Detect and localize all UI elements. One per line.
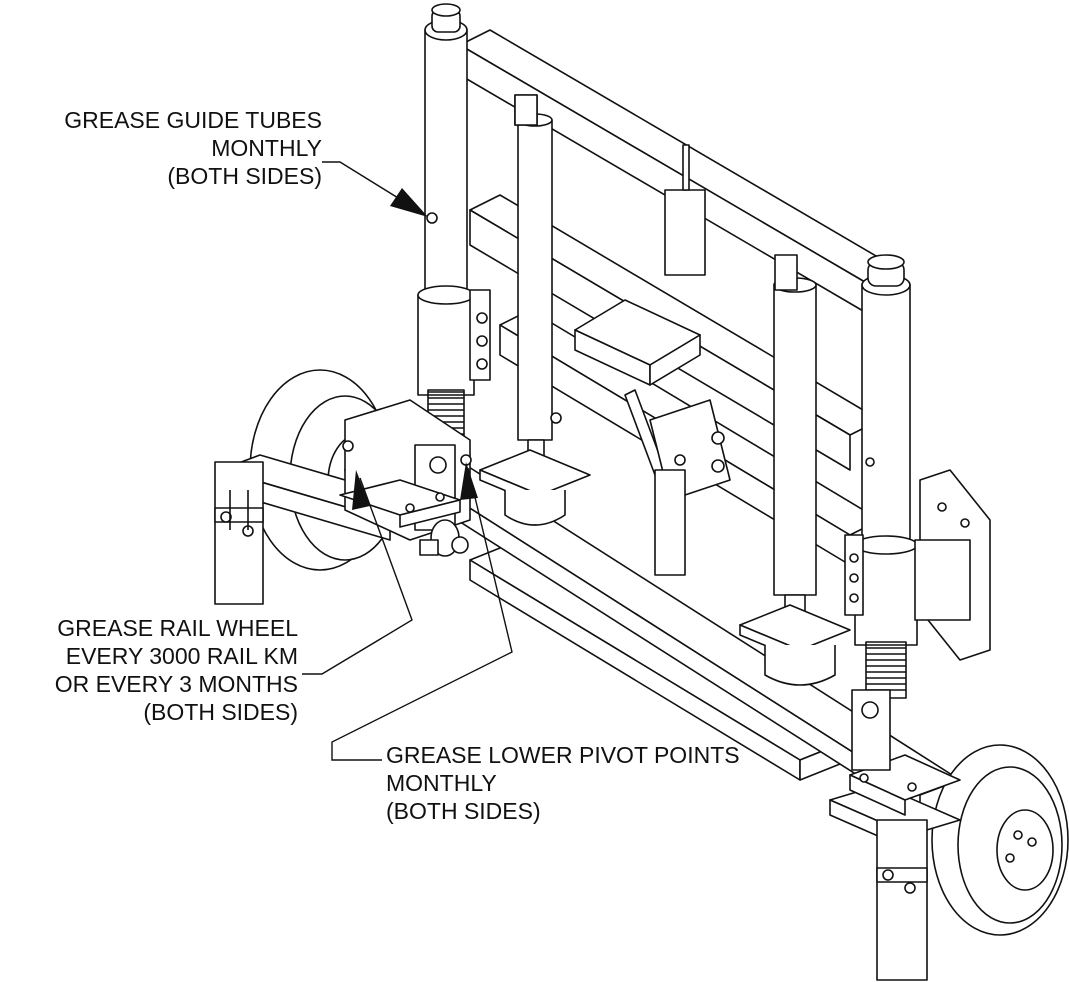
- callout-rail-wheel-line3: OR EVERY 3 MONTHS: [54, 671, 298, 697]
- callout-grease-guide-tubes: GREASE GUIDE TUBES MONTHLY (BOTH SIDES): [64, 106, 322, 190]
- callout-grease-rail-wheel: GREASE RAIL WHEEL EVERY 3000 RAIL KM OR …: [55, 614, 298, 726]
- right-rail-wheel: [931, 744, 1069, 936]
- callout-guide-tubes-line3: (BOTH SIDES): [167, 163, 322, 189]
- right-mount-plate: [914, 469, 991, 661]
- left-guide-shoe: [214, 461, 264, 605]
- callout-rail-wheel-line4: (BOTH SIDES): [143, 699, 298, 725]
- rail-wheel-arrowhead: [352, 470, 370, 510]
- callout-grease-lower-pivot-points: GREASE LOWER PIVOT POINTS MONTHLY (BOTH …: [386, 741, 740, 825]
- upper-bracket: [514, 94, 706, 276]
- left-guide-tube: [417, 3, 491, 396]
- callout-pivot-points-line2: MONTHLY: [386, 770, 497, 796]
- rail-wheel-leader: [302, 477, 413, 675]
- pivot-points-leader: [331, 467, 513, 761]
- right-guide-tube: [844, 254, 918, 646]
- callout-rail-wheel-line1: GREASE RAIL WHEEL: [57, 615, 298, 641]
- guide-tubes-arrowhead: [390, 188, 428, 217]
- right-cylinder: [739, 254, 851, 686]
- center-lever: [624, 389, 731, 576]
- right-guide-shoe: [876, 819, 928, 981]
- pivot-points-arrowhead: [460, 462, 478, 500]
- center-bracket-tray: [574, 299, 701, 386]
- callout-pivot-points-line1: GREASE LOWER PIVOT POINTS: [386, 742, 740, 768]
- guide-tubes-leader: [322, 161, 425, 215]
- callout-guide-tubes-line1: GREASE GUIDE TUBES: [64, 107, 322, 133]
- callout-pivot-points-line3: (BOTH SIDES): [386, 798, 541, 824]
- left-cylinder: [479, 94, 591, 526]
- grease-fittings: [342, 212, 875, 467]
- callout-guide-tubes-line2: MONTHLY: [211, 135, 322, 161]
- callout-rail-wheel-line2: EVERY 3000 RAIL KM: [65, 643, 298, 669]
